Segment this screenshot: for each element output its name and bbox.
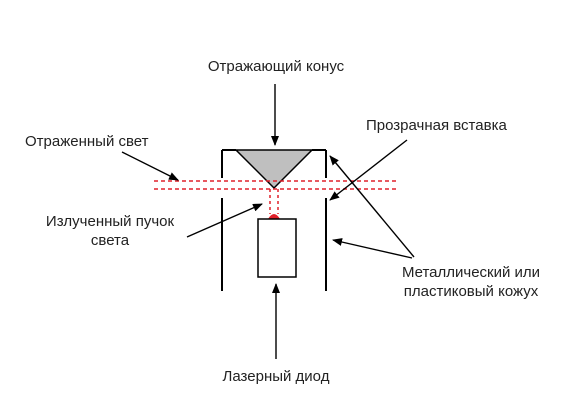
- arrows: [121, 84, 415, 359]
- label-emitted-beam-line1: Излученный пучок: [45, 213, 175, 230]
- arrow-reflected-light: [121, 151, 179, 181]
- label-laser-diode: Лазерный диод: [222, 368, 330, 385]
- arrow-transparent-insert: [329, 139, 408, 201]
- label-housing: Металлический или пластиковый кожух: [380, 263, 562, 301]
- housing: [221, 149, 327, 291]
- reflective-cone: [234, 149, 314, 190]
- laser-diode-tip: [268, 214, 280, 219]
- label-reflected-light: Отраженный свет: [25, 133, 149, 150]
- arrow-housing-lower: [332, 238, 413, 259]
- label-reflective-cone: Отражающий конус: [207, 58, 345, 75]
- laser-diode: [257, 218, 297, 278]
- arrow-housing-upper: [329, 155, 415, 258]
- emitted-light-beam: [269, 189, 279, 214]
- label-transparent-insert: Прозрачная вставка: [366, 117, 507, 134]
- label-emitted-beam-line2: света: [90, 232, 130, 249]
- label-housing-line2: пластиковый кожух: [403, 283, 539, 300]
- label-housing-line1: Металлический или: [401, 264, 541, 281]
- label-emitted-beam: Излученный пучок света: [30, 212, 190, 250]
- arrow-emitted-beam: [186, 203, 263, 238]
